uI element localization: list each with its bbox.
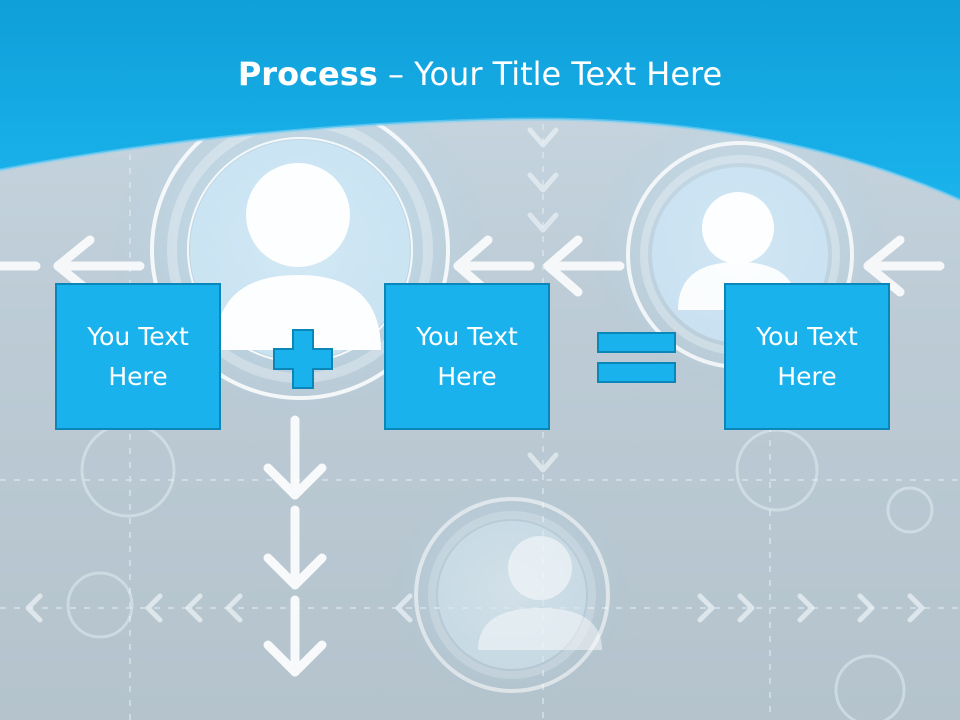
plus-icon (273, 329, 333, 389)
title-separator: – (377, 55, 415, 93)
text-box-1-label: You Text Here (87, 321, 189, 391)
text-box-3-label: You Text Here (756, 321, 858, 391)
text-box-3[interactable]: You Text Here (724, 283, 890, 430)
text-box-2[interactable]: You Text Here (384, 283, 550, 430)
title-text: Your Title Text Here (414, 55, 723, 93)
text-box-1[interactable]: You Text Here (55, 283, 221, 430)
equals-icon (597, 332, 676, 383)
title-bold: Process (237, 55, 378, 93)
slide-title: Process – Your Title Text Here (0, 52, 960, 96)
text-box-2-label: You Text Here (416, 321, 518, 391)
